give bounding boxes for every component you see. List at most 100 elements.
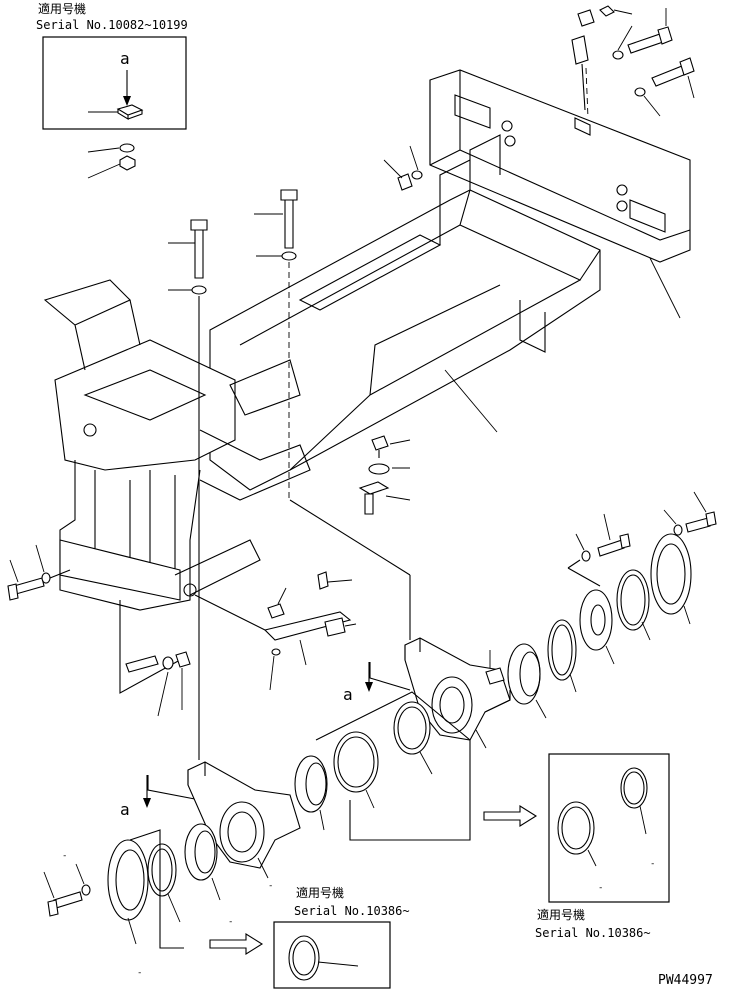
leader-line (383, 159, 403, 179)
front-frame-lift-bracket (43, 279, 131, 326)
oring-inner (337, 736, 375, 788)
leader-line (167, 893, 181, 923)
leader-line (617, 25, 633, 51)
leader-line (419, 751, 433, 775)
view-a-label-front: a (120, 800, 130, 819)
bolt-head (619, 533, 631, 549)
seal-ring-inner (561, 806, 591, 850)
leader-line (35, 544, 45, 573)
leader-line (663, 509, 677, 525)
oring-inner (620, 574, 646, 626)
leader-line (43, 871, 55, 899)
leader-line (277, 587, 287, 605)
bolt-part (685, 517, 711, 533)
inset-arrow-head (123, 96, 131, 106)
rear-cover-bolts (575, 491, 717, 562)
washer-part (368, 463, 390, 475)
rear-axle-support-bore-inner (439, 686, 465, 724)
grease-fitting-part (485, 667, 505, 685)
oring-inner (397, 706, 427, 750)
minor-mark: - (268, 881, 273, 891)
bolt-part (53, 891, 83, 909)
bolt-part (627, 33, 664, 54)
counterweight-hole (616, 184, 628, 196)
rear-frame-upright (469, 134, 501, 190)
leader-line (409, 145, 419, 171)
inset-nut-part (119, 155, 136, 171)
counterweight-lug (574, 117, 591, 136)
bolt-head (371, 435, 389, 451)
seal-ring-part (288, 935, 320, 981)
pin-plate-part (358, 481, 390, 495)
washer-part (281, 251, 297, 261)
bolt-part (194, 227, 204, 279)
front-seal-group (129, 691, 471, 949)
counterweight-edge (429, 149, 461, 166)
leader-line (327, 579, 353, 583)
group-bracket-line (119, 600, 181, 694)
thrust-plate-bore (590, 604, 606, 636)
seal-ring-part (557, 801, 595, 855)
leader-line (257, 857, 269, 879)
inset-plate-part (116, 104, 144, 120)
bolt-head (190, 219, 208, 231)
counterweight-window-left (454, 94, 491, 129)
counterweight-hardware (571, 5, 695, 119)
leader-line (87, 147, 120, 153)
drawing-number: PW44997 (658, 973, 713, 988)
rear-frame-deck (209, 189, 601, 491)
group-bracket-line (567, 559, 601, 587)
rear-frame-corners (289, 189, 601, 471)
counterweight-window-right (629, 199, 666, 233)
oring-part (393, 701, 431, 755)
washer-part (41, 572, 51, 584)
leader-line (365, 789, 375, 809)
hinge-pin-group (358, 435, 411, 515)
bolt-head (267, 603, 285, 619)
leader-line (575, 533, 585, 551)
inset-arrows (209, 805, 538, 955)
link-bar-part (263, 611, 352, 641)
bushing-bore (519, 651, 541, 697)
front-frame-lower-beam (59, 539, 181, 601)
front-frame-column (149, 470, 176, 576)
view-a-markers: a a (120, 662, 373, 819)
washer-part (581, 550, 591, 562)
lower-bracket-group (119, 600, 191, 717)
leader-line (75, 863, 85, 885)
view-a-bracket (147, 775, 201, 801)
leader-line (535, 699, 547, 719)
bolt-part (651, 65, 687, 87)
leader-line (444, 369, 498, 433)
counterweight-assembly (429, 69, 691, 319)
view-a-arrow-head (143, 798, 151, 808)
leader-line (569, 673, 577, 693)
articulation-arm (199, 429, 311, 501)
shim-plate-part (125, 655, 159, 673)
oring-part (333, 731, 379, 793)
bolt-part (284, 197, 294, 249)
bolt-head (280, 189, 298, 201)
leader-line (603, 513, 611, 541)
frame-mount-bolts (168, 145, 423, 760)
group-bracket-line (315, 691, 471, 841)
washer-part (81, 884, 91, 896)
cover-plate-bolt-circle (656, 543, 686, 605)
bolt-head (679, 57, 695, 76)
seal-ring-part (620, 767, 648, 809)
washer-part (162, 656, 174, 670)
leader-line (587, 849, 597, 867)
leader-line (389, 439, 411, 445)
axis-line (289, 499, 411, 576)
front-bushing-stack (107, 755, 328, 945)
stopper-link-group (194, 571, 357, 691)
front-frame-top (54, 339, 236, 471)
bolt-head (657, 26, 673, 45)
inset-bottom-right-applicability: 適用号機 (537, 907, 585, 922)
bolt-head (47, 899, 59, 917)
rear-frame-post (439, 159, 471, 245)
minor-mark: - (137, 968, 142, 978)
oring-part (616, 569, 650, 631)
leader-line (605, 645, 615, 665)
